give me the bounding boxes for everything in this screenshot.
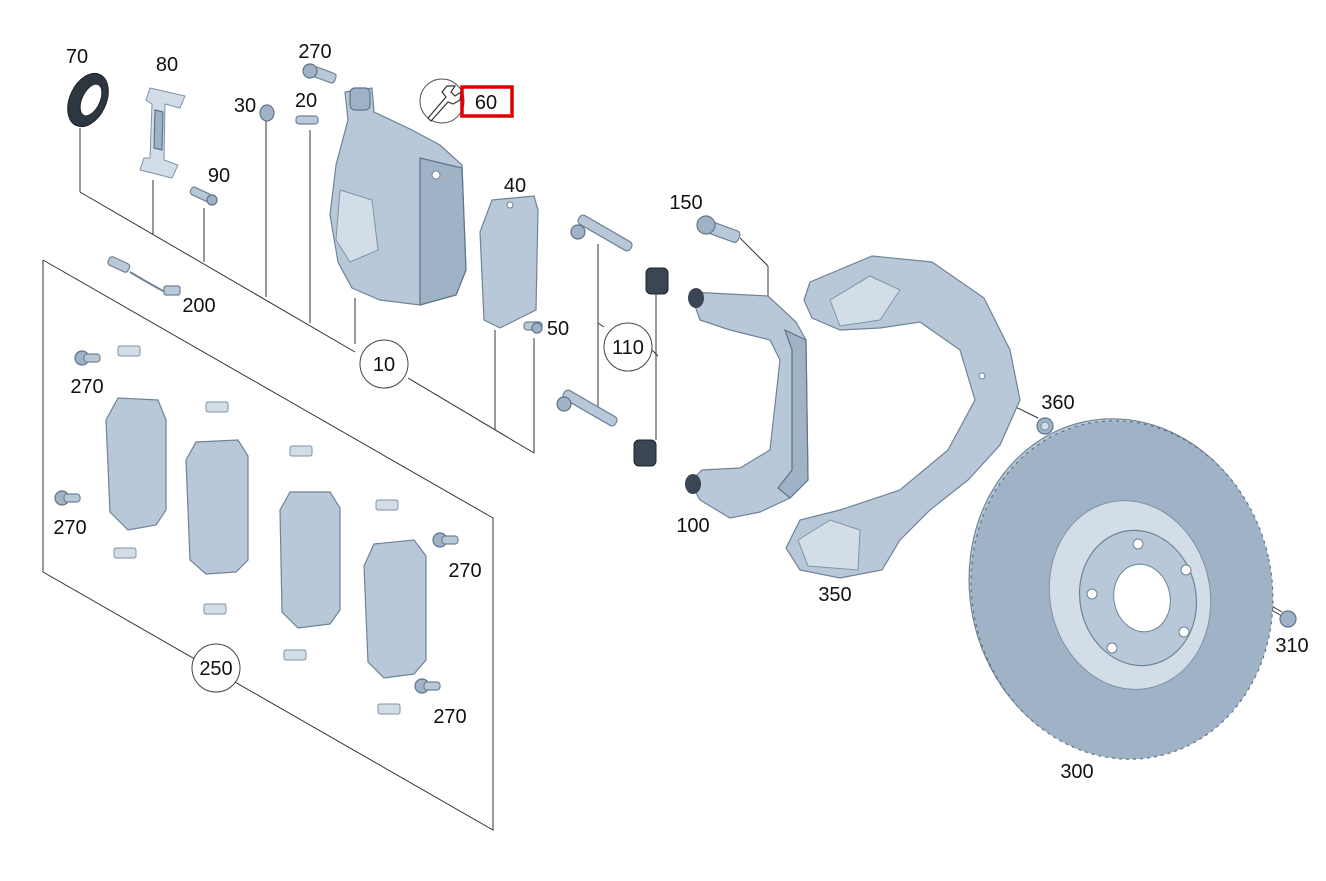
carrier-100 bbox=[685, 288, 809, 519]
bleeder-20 bbox=[295, 115, 319, 125]
label-50[interactable]: 50 bbox=[547, 318, 569, 340]
bolt-270-top bbox=[302, 63, 337, 84]
label-350[interactable]: 350 bbox=[818, 584, 851, 606]
label-270-a[interactable]: 270 bbox=[70, 376, 103, 398]
label-150[interactable]: 150 bbox=[669, 192, 702, 214]
highlight-box-60 bbox=[460, 85, 514, 118]
label-310[interactable]: 310 bbox=[1275, 635, 1308, 657]
bolt-90 bbox=[189, 186, 218, 206]
label-200[interactable]: 200 bbox=[182, 295, 215, 317]
label-20[interactable]: 20 bbox=[295, 90, 317, 112]
shim-40 bbox=[479, 195, 539, 329]
label-270-c[interactable]: 270 bbox=[448, 560, 481, 582]
pad-kit-box bbox=[42, 259, 494, 831]
cap-30 bbox=[259, 104, 275, 122]
guide-pins-110 bbox=[556, 214, 669, 467]
seal-ring-70 bbox=[67, 72, 109, 128]
label-270-d[interactable]: 270 bbox=[433, 706, 466, 728]
label-360[interactable]: 360 bbox=[1041, 392, 1074, 414]
wrench-icon bbox=[419, 78, 465, 124]
label-60[interactable]: 60 bbox=[475, 92, 497, 114]
caliper-10 bbox=[329, 87, 467, 306]
bolt-360 bbox=[1036, 417, 1054, 435]
bolt-50 bbox=[523, 321, 543, 334]
label-300[interactable]: 300 bbox=[1060, 761, 1093, 783]
part-labels: 70 80 270 20 30 60 90 40 150 200 50 10 1… bbox=[53, 41, 1308, 783]
label-80[interactable]: 80 bbox=[156, 54, 178, 76]
clip-spring-80 bbox=[139, 87, 186, 179]
pad-kit-parts-250 bbox=[54, 345, 459, 715]
label-110[interactable]: 110 bbox=[612, 337, 644, 359]
callout-250-circle bbox=[191, 643, 241, 693]
wear-sensor-200 bbox=[107, 256, 181, 296]
label-30[interactable]: 30 bbox=[234, 95, 256, 117]
bolt-150 bbox=[696, 215, 741, 243]
label-10[interactable]: 10 bbox=[373, 354, 395, 376]
dust-shield-350 bbox=[785, 255, 1021, 579]
label-90[interactable]: 90 bbox=[208, 165, 230, 187]
callout-110-circle bbox=[603, 322, 653, 372]
label-250[interactable]: 250 bbox=[199, 658, 232, 680]
label-100[interactable]: 100 bbox=[676, 515, 709, 537]
label-270-top[interactable]: 270 bbox=[298, 41, 331, 63]
brake-disc-300 bbox=[968, 418, 1274, 760]
label-40[interactable]: 40 bbox=[504, 175, 526, 197]
label-270-b[interactable]: 270 bbox=[53, 517, 86, 539]
label-70[interactable]: 70 bbox=[66, 46, 88, 68]
callout-10-circle bbox=[359, 339, 409, 389]
screw-310 bbox=[1279, 610, 1297, 628]
